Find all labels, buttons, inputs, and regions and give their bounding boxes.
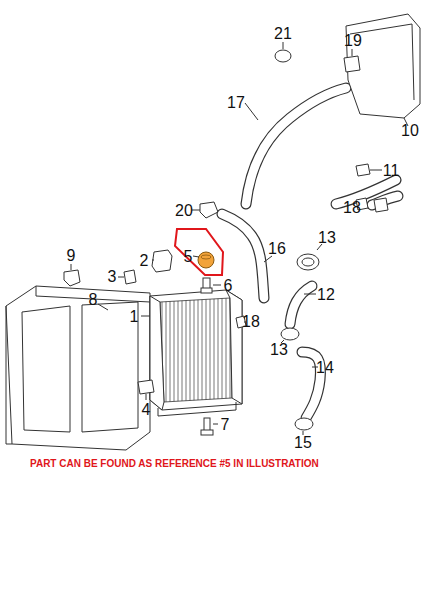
hose <box>245 88 346 204</box>
callout-number: 5 <box>184 249 193 265</box>
clamp-part <box>281 328 299 343</box>
callout-number: 14 <box>316 360 334 376</box>
clamp-part <box>297 244 322 270</box>
cap-part <box>356 164 382 176</box>
callout-number: 20 <box>175 203 193 219</box>
mount-part <box>124 270 136 284</box>
caption-note: PART CAN BE FOUND AS REFERENCE #5 IN ILL… <box>30 458 319 469</box>
callout-number: 9 <box>67 248 76 264</box>
radiator-cap <box>201 255 211 259</box>
sensor-part <box>201 278 221 293</box>
sensor-part <box>344 49 360 72</box>
callout-number: 11 <box>383 163 400 179</box>
callout-number: 18 <box>343 200 361 216</box>
highlight-outline <box>175 229 223 275</box>
callout-number: 1 <box>130 309 139 325</box>
highlight-box: 5 <box>168 222 228 280</box>
callout-number: 16 <box>268 241 286 257</box>
clip-part <box>192 202 218 218</box>
callout-number: 2 <box>140 253 149 269</box>
drain-plug <box>201 418 218 435</box>
callout-number: 19 <box>344 33 362 49</box>
callout-number: 8 <box>89 292 98 308</box>
callout-number: 7 <box>221 417 230 433</box>
callout-number: 4 <box>142 402 151 418</box>
callout-number: 17 <box>227 95 245 111</box>
callout-number: 15 <box>294 435 312 451</box>
callout-number: 13 <box>270 342 288 358</box>
radiator <box>150 290 242 416</box>
callout-number: 6 <box>224 278 233 294</box>
bracket-part <box>152 250 172 272</box>
hose <box>222 214 264 298</box>
clip-part <box>64 264 80 286</box>
radiator-cap <box>198 252 214 268</box>
fan-shroud <box>6 286 150 450</box>
callout-number: 21 <box>274 26 292 42</box>
clamp-part <box>374 198 388 212</box>
callout-number: 13 <box>318 230 336 246</box>
highlight-outline <box>168 222 228 280</box>
callout-number: 18 <box>242 314 260 330</box>
callout-number: 12 <box>317 287 335 303</box>
hose <box>290 286 316 324</box>
callout-number: 10 <box>401 123 419 139</box>
leader-line <box>193 256 199 257</box>
callout-number: 3 <box>108 269 117 285</box>
clamp-part <box>295 418 313 435</box>
bracket-part <box>138 380 154 400</box>
clamp-part <box>275 42 291 62</box>
